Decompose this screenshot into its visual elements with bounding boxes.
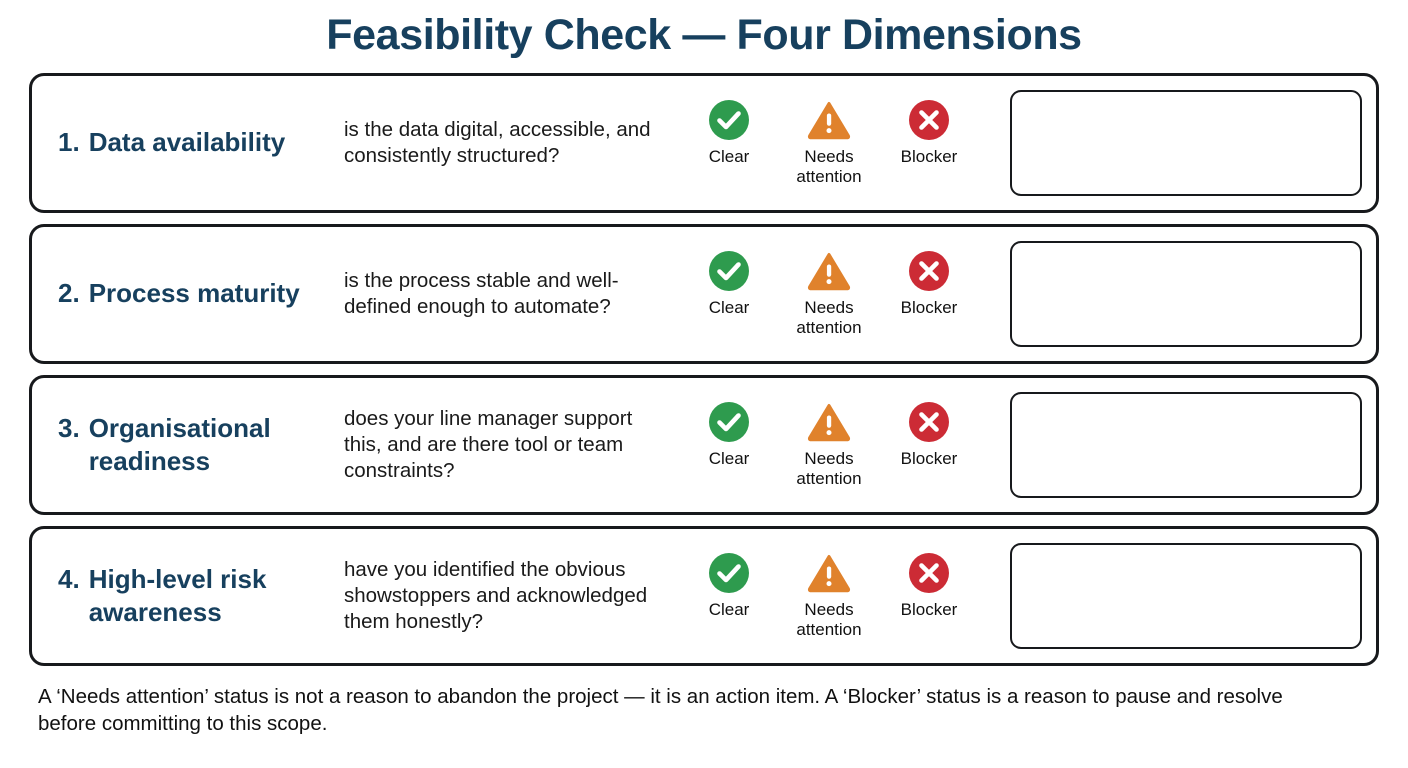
note-area — [979, 543, 1362, 649]
note-area — [979, 392, 1362, 498]
status-option-blocker[interactable]: Blocker — [879, 249, 979, 338]
status-option-clear[interactable]: Clear — [679, 551, 779, 640]
x-circle-icon — [909, 251, 949, 291]
check-circle-icon — [709, 402, 749, 442]
status-options: Clear Needs attention Blocker — [679, 529, 979, 640]
status-option-blocker[interactable]: Blocker — [879, 551, 979, 640]
check-circle-icon — [709, 251, 749, 291]
status-options: Clear Needs attention Blocker — [679, 227, 979, 338]
status-label: Blocker — [900, 298, 958, 317]
x-circle-icon — [909, 100, 949, 140]
status-label: Blocker — [900, 147, 958, 166]
note-input[interactable] — [1010, 392, 1362, 498]
status-option-blocker[interactable]: Blocker — [879, 400, 979, 489]
warning-triangle-icon — [807, 253, 851, 291]
note-area — [979, 90, 1362, 196]
dimension-label: 1. Data availability — [54, 126, 344, 159]
dimension-number: 2. — [58, 278, 80, 309]
status-label: Needs attention — [796, 147, 862, 187]
dimension-question: is the process stable and well-defined e… — [344, 269, 619, 318]
warning-triangle-icon — [807, 102, 851, 140]
dimension-number: 1. — [58, 127, 80, 158]
status-label: Clear — [708, 449, 750, 468]
page-title: Feasibility Check — Four Dimensions — [326, 11, 1082, 59]
footer-note: A ‘Needs attention’ status is not a reas… — [38, 685, 1283, 736]
dimension-name: Data availability — [88, 127, 286, 158]
status-label: Clear — [708, 147, 750, 166]
table-row: 3. Organisational readiness does your li… — [29, 375, 1379, 515]
warning-triangle-icon — [807, 555, 851, 593]
status-label: Needs attention — [796, 600, 862, 640]
x-circle-icon — [909, 553, 949, 593]
dimension-question: is the data digital, accessible, and con… — [344, 118, 651, 167]
dimension-label: 4. High-level risk awareness — [54, 563, 344, 630]
status-option-needs-attention[interactable]: Needs attention — [779, 98, 879, 187]
table-row: 2. Process maturity is the process stabl… — [29, 224, 1379, 364]
note-input[interactable] — [1010, 543, 1362, 649]
table-row: 4. High-level risk awareness have you id… — [29, 526, 1379, 666]
note-input[interactable] — [1010, 241, 1362, 347]
warning-triangle-icon — [807, 404, 851, 442]
dimension-label: 3. Organisational readiness — [54, 412, 344, 479]
note-area — [979, 241, 1362, 347]
status-option-needs-attention[interactable]: Needs attention — [779, 400, 879, 489]
status-options: Clear Needs attention Blocker — [679, 378, 979, 489]
status-option-needs-attention[interactable]: Needs attention — [779, 551, 879, 640]
status-option-clear[interactable]: Clear — [679, 249, 779, 338]
status-options: Clear Needs attention Blocker — [679, 76, 979, 187]
status-label: Clear — [708, 600, 750, 619]
dimension-number: 3. — [58, 412, 80, 443]
dimension-name: Organisational readiness — [88, 412, 271, 476]
status-option-clear[interactable]: Clear — [679, 98, 779, 187]
check-circle-icon — [709, 100, 749, 140]
dimension-question: have you identified the obvious showstop… — [344, 558, 648, 633]
status-option-blocker[interactable]: Blocker — [879, 98, 979, 187]
status-option-clear[interactable]: Clear — [679, 400, 779, 489]
status-option-needs-attention[interactable]: Needs attention — [779, 249, 879, 338]
dimension-question: does your line manager support this, and… — [344, 407, 633, 482]
table-row: 1. Data availability is the data digital… — [29, 73, 1379, 213]
dimension-number: 4. — [58, 563, 80, 594]
status-label: Needs attention — [796, 298, 862, 338]
dimension-name: Process maturity — [88, 278, 300, 309]
status-label: Clear — [708, 298, 750, 317]
dimension-label: 2. Process maturity — [54, 277, 344, 310]
dimension-name: High-level risk awareness — [88, 563, 267, 627]
status-label: Blocker — [900, 600, 958, 619]
note-input[interactable] — [1010, 90, 1362, 196]
check-circle-icon — [709, 553, 749, 593]
dimension-rows: 1. Data availability is the data digital… — [0, 73, 1408, 666]
x-circle-icon — [909, 402, 949, 442]
status-label: Blocker — [900, 449, 958, 468]
status-label: Needs attention — [796, 449, 862, 489]
